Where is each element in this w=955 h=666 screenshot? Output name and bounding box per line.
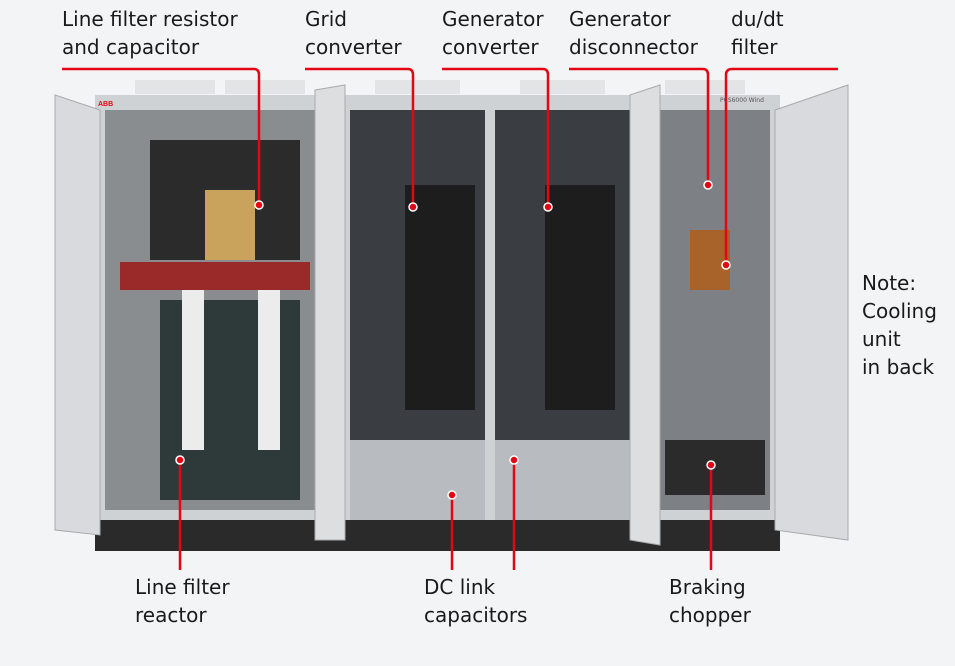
- label-line-filter-resistor-capacitor: Line filter resistor and capacitor: [62, 7, 238, 59]
- note-cooling-unit: Note: Cooling unit in back: [862, 271, 937, 379]
- leader-lines: [62, 67, 838, 570]
- cabinet-plinth: [95, 515, 780, 551]
- label-line-filter-reactor: Line filter reactor: [135, 575, 230, 627]
- label-generator-converter: Generator converter: [442, 7, 544, 59]
- label-du-dt-filter: du/dt filter: [731, 7, 784, 59]
- label-grid-converter: Grid converter: [305, 7, 402, 59]
- left-door: [54, 94, 101, 536]
- label-generator-disconnector: Generator disconnector: [569, 7, 698, 59]
- model-label: PCS6000 Wind: [720, 97, 764, 104]
- label-dc-link-capacitors: DC link capacitors: [424, 575, 528, 627]
- right-door: [774, 84, 849, 541]
- label-braking-chopper: Braking chopper: [669, 575, 751, 627]
- brand-logo: ABB: [98, 101, 113, 108]
